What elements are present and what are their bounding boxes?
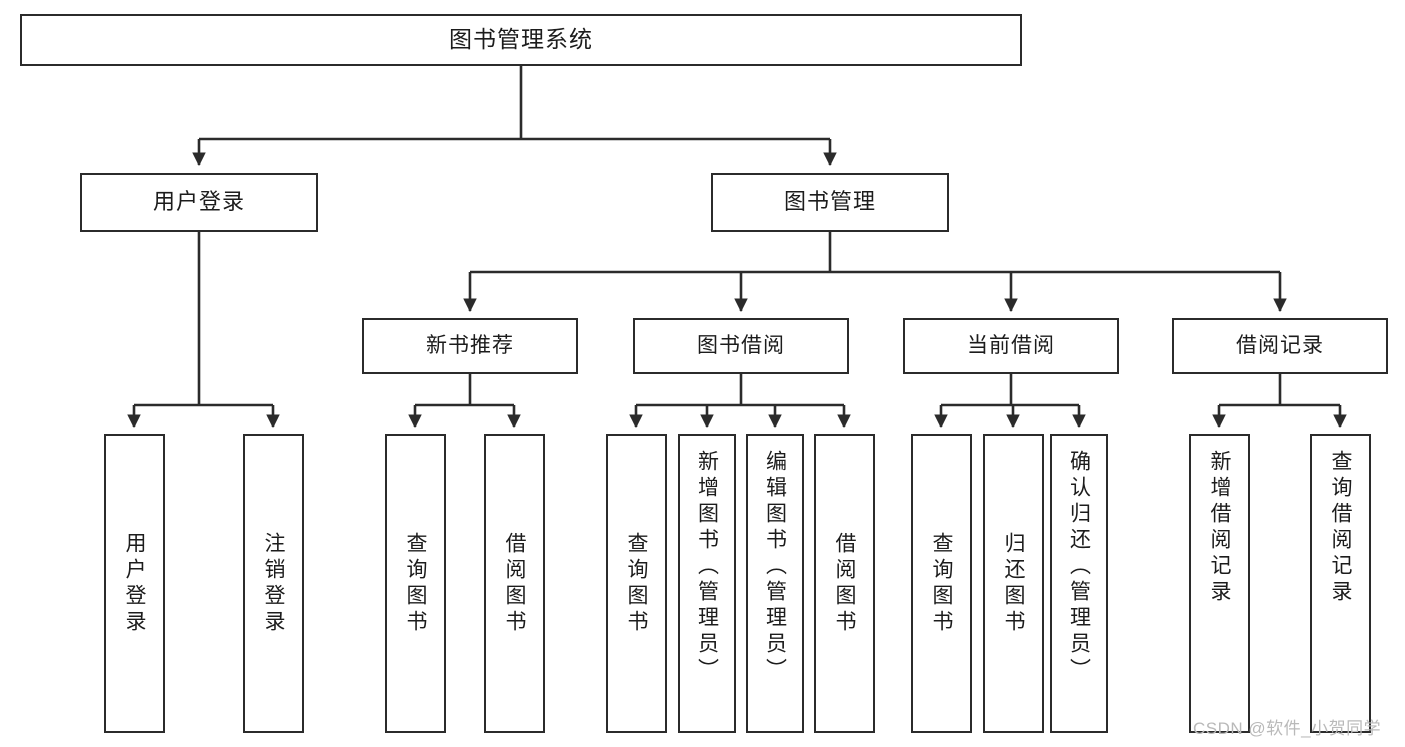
leaf-node-label: 新增借阅记录 (1208, 450, 1232, 606)
leaf-node[interactable]: 借阅图书 (814, 434, 875, 733)
leaf-node[interactable]: 用户登录 (104, 434, 165, 733)
leaf-node[interactable]: 新增借阅记录 (1189, 434, 1250, 733)
leaf-node[interactable]: 借阅图书 (484, 434, 545, 733)
leaf-node[interactable]: 查询借阅记录 (1310, 434, 1371, 733)
node-book-management-label: 图书管理 (783, 189, 876, 215)
leaf-node[interactable]: 新增图书（管理员） (678, 434, 736, 733)
leaf-node-label: 借阅图书 (503, 531, 527, 636)
node-user-login[interactable]: 用户登录 (80, 173, 318, 232)
leaf-node-label: 借阅图书 (833, 531, 857, 636)
leaf-node[interactable]: 注销登录 (243, 434, 304, 733)
node-book-borrow[interactable]: 图书借阅 (633, 318, 849, 374)
leaf-node-label: 查询图书 (404, 531, 428, 636)
leaf-node-label: 注销登录 (262, 531, 286, 636)
leaf-node[interactable]: 编辑图书（管理员） (746, 434, 804, 733)
leaf-node-label: 查询图书 (625, 531, 649, 636)
node-book-borrow-label: 图书借阅 (697, 334, 785, 358)
node-current-borrow[interactable]: 当前借阅 (903, 318, 1119, 374)
leaf-node[interactable]: 查询图书 (385, 434, 446, 733)
leaf-node[interactable]: 查询图书 (606, 434, 667, 733)
node-current-borrow-label: 当前借阅 (967, 334, 1055, 358)
leaf-node-label: 用户登录 (123, 531, 147, 636)
node-root[interactable]: 图书管理系统 (20, 14, 1022, 66)
node-root-label: 图书管理系统 (449, 26, 593, 53)
leaf-node-label: 编辑图书（管理员） (763, 450, 787, 684)
leaf-node-label: 确认归还（管理员） (1067, 450, 1091, 684)
node-borrow-record-label: 借阅记录 (1236, 334, 1324, 358)
leaf-node[interactable]: 确认归还（管理员） (1050, 434, 1108, 733)
leaf-node[interactable]: 归还图书 (983, 434, 1044, 733)
leaf-node-label: 查询借阅记录 (1329, 450, 1353, 606)
node-borrow-record[interactable]: 借阅记录 (1172, 318, 1388, 374)
csdn-watermark: CSDN @软件_小贺同学 (1193, 719, 1382, 738)
node-new-book-recommend-label: 新书推荐 (426, 334, 514, 358)
node-user-login-label: 用户登录 (152, 189, 245, 215)
leaf-node-label: 归还图书 (1002, 531, 1026, 636)
leaf-node[interactable]: 查询图书 (911, 434, 972, 733)
node-new-book-recommend[interactable]: 新书推荐 (362, 318, 578, 374)
leaf-node-label: 新增图书（管理员） (695, 450, 719, 684)
leaf-node-label: 查询图书 (930, 531, 954, 636)
node-book-management[interactable]: 图书管理 (711, 173, 949, 232)
